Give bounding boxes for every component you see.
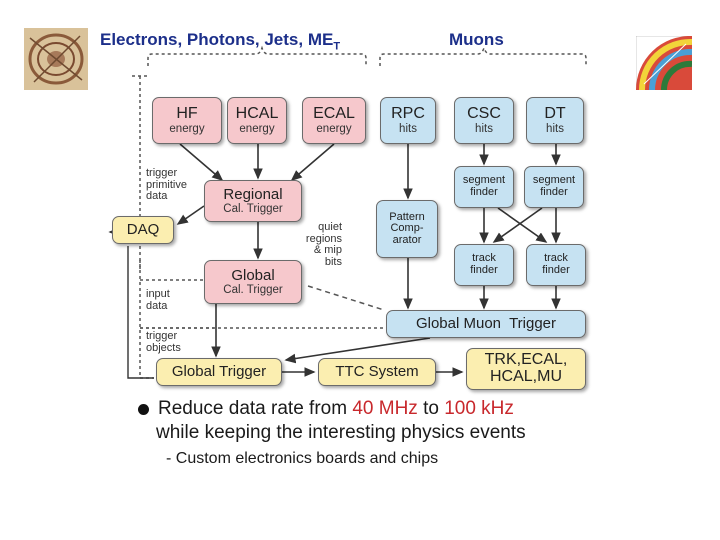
dt-hits-box: DT hits [526,97,584,144]
dt-label: DT [544,105,566,123]
segment-finder-csc-box: segment finder [454,166,514,208]
hcal-sublabel: energy [239,122,275,135]
header-electrons-photons: Electrons, Photons, Jets, MET [100,30,340,52]
note-input-data: input data [146,288,170,312]
global-trigger-box: Global Trigger [156,358,282,386]
trk-line1: TRK,ECAL, [484,351,568,369]
bullet1-mid: to [417,398,445,419]
regional-label: Regional [223,186,283,204]
hf-label: HF [176,105,198,123]
note-qr-line4: bits [324,255,342,268]
note-qr-line2: regions [305,232,342,245]
ttc-system-box: TTC System [318,358,436,386]
note-qr-line3: & mip [313,244,342,257]
header-muons: Muons [449,30,504,49]
note-tp-line1: trigger [146,167,178,179]
csc-sublabel: hits [475,122,493,135]
note-tp-line2: primitive [146,178,187,191]
note-id-line2: data [146,299,168,312]
bullet1-value-40mhz: 40 MHz [352,398,418,419]
bullet-reduce-rate: Reduce data rate from 40 MHz to 100 kHz [138,398,526,420]
segment-finder-2-sublabel: finder [540,186,568,198]
track-finder-2-sublabel: finder [542,264,570,276]
global-cal-sublabel: Cal. Trigger [223,283,283,296]
bullet-custom-electronics: - Custom electronics boards and chips [166,450,439,467]
note-quiet-regions: quiet regions & mip bits [298,221,342,268]
detector-photo-logo [24,28,88,90]
pattern-line2: Comp- [390,222,424,235]
segment-finder-dt-box: segment finder [524,166,584,208]
rpc-sublabel: hits [399,122,417,135]
hcal-label: HCAL [235,105,279,123]
global-trigger-label: Global Trigger [171,363,267,381]
daq-box: DAQ [112,216,174,244]
segment-finder-2-label: segment [532,174,576,187]
segment-finder-1-sublabel: finder [470,186,498,198]
bullet-dot-icon [138,404,149,415]
note-trigger-primitive-data: trigger primitive data [146,167,187,203]
regional-sublabel: Cal. Trigger [223,202,283,215]
ecal-label: ECAL [313,105,355,123]
note-tp-line3: data [146,190,168,203]
note-qr-line1: quiet [318,221,342,233]
ttc-label: TTC System [335,363,419,381]
note-to-line1: trigger [146,330,178,342]
ecal-energy-box: ECAL energy [302,97,366,144]
note-id-line1: input [146,288,170,300]
bullet-keeping-events: while keeping the interesting physics ev… [156,422,526,443]
global-muon-label: Global Muon Trigger [415,315,557,333]
hcal-energy-box: HCAL energy [227,97,287,144]
header-left-text: Electrons, Photons, Jets, ME [100,30,334,49]
track-finder-2-label: track [544,252,568,265]
segment-finder-1-label: segment [462,174,506,187]
csc-hits-box: CSC hits [454,97,514,144]
pattern-line1: Pattern [389,210,425,223]
track-finder-dt-box: track finder [526,244,586,286]
dt-sublabel: hits [546,122,564,135]
ecal-sublabel: energy [316,122,352,135]
track-finder-1-label: track [472,252,496,265]
pattern-line3: arator [392,233,422,246]
hf-energy-box: HF energy [152,97,222,144]
bullet1-value-100khz: 100 kHz [444,398,514,419]
note-trigger-objects: trigger objects [146,330,181,354]
hf-sublabel: energy [169,122,205,135]
trk-line2: HCAL,MU [489,368,562,385]
global-muon-trigger-box: Global Muon Trigger [386,310,586,338]
global-cal-trigger-box: Global Cal. Trigger [204,260,302,304]
daq-label: DAQ [126,221,160,239]
bullet1-prefix: Reduce data rate from [158,398,353,419]
regional-cal-trigger-box: Regional Cal. Trigger [204,180,302,222]
trk-ecal-hcal-mu-box: TRK,ECAL, HCAL,MU [466,348,586,390]
header-left-subscript: T [333,40,341,53]
bullet-list: Reduce data rate from 40 MHz to 100 kHz … [138,398,526,468]
track-finder-csc-box: track finder [454,244,514,286]
cms-logo [636,36,692,90]
track-finder-1-sublabel: finder [470,264,498,276]
csc-label: CSC [467,105,501,123]
rpc-hits-box: RPC hits [380,97,436,144]
rpc-label: RPC [391,105,425,123]
pattern-comparator-box: Pattern Comp- arator [376,200,438,258]
note-to-line2: objects [146,341,181,354]
global-cal-label: Global [231,267,275,285]
